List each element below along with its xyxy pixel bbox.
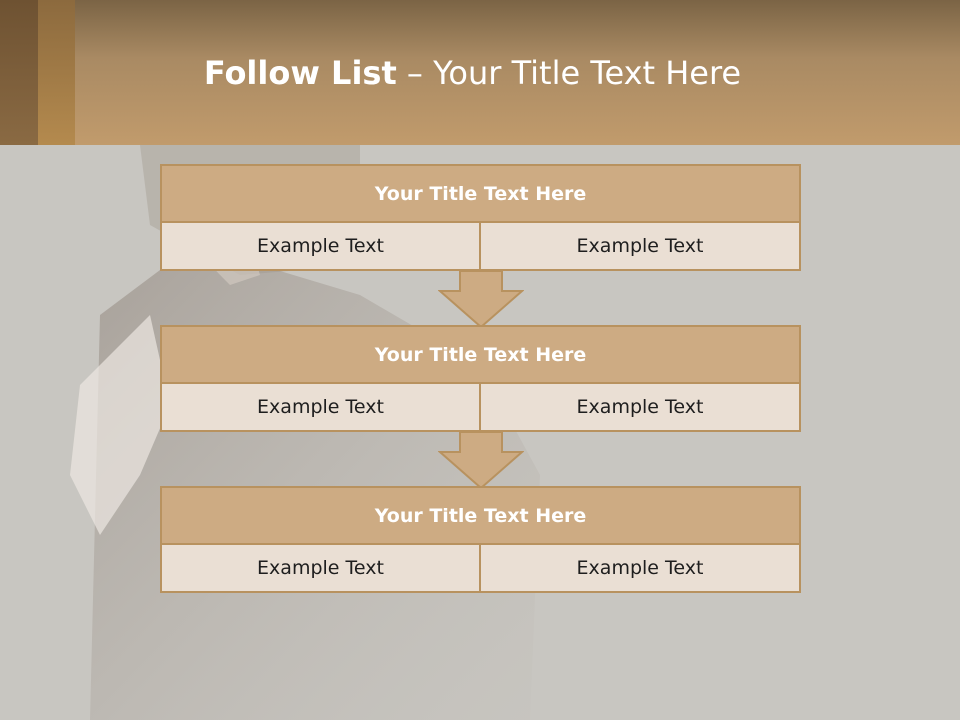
block-title: Your Title Text Here: [160, 486, 801, 545]
slide-title: Follow List – Your Title Text Here: [0, 54, 945, 92]
header-banner: [0, 0, 960, 145]
block-cell-left: Example Text: [160, 543, 481, 593]
header-stripe-dark: [0, 0, 38, 145]
list-block-3: Your Title Text Here Example Text Exampl…: [160, 486, 801, 593]
list-block-1: Your Title Text Here Example Text Exampl…: [160, 164, 801, 271]
down-arrow-icon: [438, 270, 524, 328]
slide-title-rest: – Your Title Text Here: [396, 54, 742, 92]
slide-title-bold: Follow List: [203, 54, 397, 92]
block-cell-left: Example Text: [160, 221, 481, 271]
list-block-2: Your Title Text Here Example Text Exampl…: [160, 325, 801, 432]
block-title: Your Title Text Here: [160, 325, 801, 384]
block-cell-right: Example Text: [479, 221, 801, 271]
block-cell-left: Example Text: [160, 382, 481, 432]
block-cell-right: Example Text: [479, 382, 801, 432]
block-title: Your Title Text Here: [160, 164, 801, 223]
block-cell-right: Example Text: [479, 543, 801, 593]
down-arrow-icon: [438, 431, 524, 489]
header-stripe-light: [38, 0, 75, 145]
